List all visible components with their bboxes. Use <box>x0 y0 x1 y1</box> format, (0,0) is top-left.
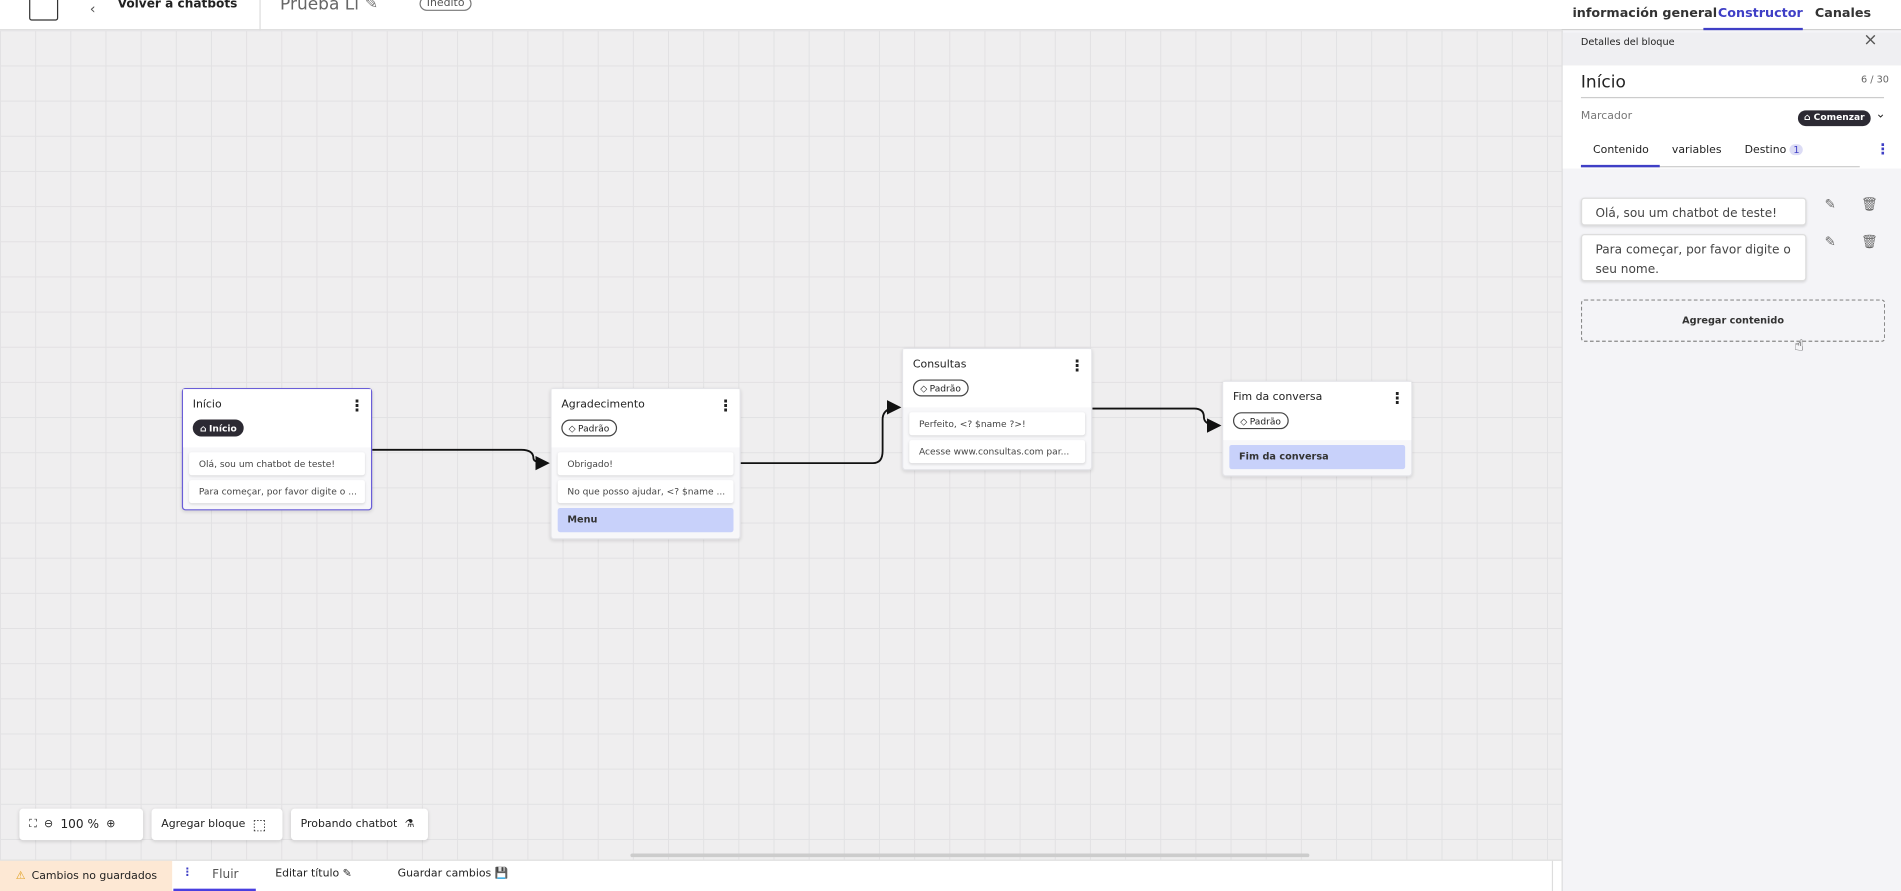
node-tag: ⌂Início <box>192 419 244 437</box>
unsaved-label: Cambios no guardados <box>31 869 158 882</box>
message-item[interactable]: Olá, sou um chatbot de teste! <box>189 452 365 476</box>
more-options-icon[interactable]: ⋮ <box>1069 357 1086 376</box>
divider <box>259 0 261 31</box>
char-count: 6 / 30 <box>1860 73 1889 85</box>
more-options-icon[interactable]: ⋮ <box>717 397 734 416</box>
block-node-consultas[interactable]: Consultas ⋮ ◇Padrão Perfeito, <? $name ?… <box>902 347 1093 471</box>
flow-canvas[interactable]: Início ⋮ ⌂Início Olá, sou um chatbot de … <box>0 30 1562 860</box>
edge-agradecimento-consultas <box>739 400 902 465</box>
trash-icon[interactable]: 🗑 <box>1860 233 1878 250</box>
tag-icon: ◇ <box>920 382 928 394</box>
marker-select[interactable]: ⌂ Comenzar <box>1797 110 1871 127</box>
chevron-down-icon[interactable]: ⌄ <box>1875 107 1886 122</box>
edit-title-button[interactable]: Editar título ✎ <box>275 868 352 880</box>
home-icon: ⌂ <box>200 422 207 434</box>
tab-contenido[interactable]: Contenido <box>1593 144 1649 157</box>
tab-destino-label: Destino <box>1744 144 1787 157</box>
block-details-panel: Detalles del bloque × Início 6 / 30 Marc… <box>1561 30 1901 891</box>
tab-informacion-general[interactable]: información general <box>1572 6 1718 21</box>
node-tag: ◇Padrão <box>561 419 617 437</box>
back-chevron-icon[interactable]: ‹ <box>89 0 96 17</box>
tab-variables[interactable]: variables <box>1671 144 1722 157</box>
marker-label: Marcador <box>1580 110 1633 123</box>
message-item[interactable]: Perfeito, <? $name ?>! <box>909 412 1086 436</box>
edit-pencil-icon[interactable]: ✎ <box>1824 233 1836 250</box>
content-item[interactable]: Olá, sou um chatbot de teste! <box>1580 197 1807 226</box>
menu-item[interactable]: Fim da conversa <box>1229 444 1406 470</box>
test-chatbot-button[interactable]: Probando chatbot ⚗ <box>290 808 428 841</box>
test-chatbot-label: Probando chatbot <box>300 818 398 831</box>
top-bar: ‹ Volver a chatbots Prueba Li ✎ Inédito <box>0 0 1562 31</box>
edit-pencil-icon[interactable]: ✎ <box>1824 196 1836 213</box>
panel-header: Detalles del bloque <box>1580 36 1675 48</box>
more-options-icon[interactable]: ⋮ <box>181 866 193 879</box>
add-block-icon: ⬚ <box>252 815 267 833</box>
node-tag-label: Início <box>208 422 237 434</box>
node-title: Agradecimento <box>561 398 645 411</box>
tag-icon: ◇ <box>1240 415 1248 427</box>
pencil-icon: ✎ <box>342 868 352 881</box>
warning-icon: ⚠ <box>15 869 26 882</box>
tab-destino[interactable]: Destino 1 <box>1745 144 1804 156</box>
bottom-bar: ⚠ Cambios no guardados ⋮ Fluir Editar tít… <box>0 859 1562 891</box>
block-node-inicio[interactable]: Início ⋮ ⌂Início Olá, sou um chatbot de … <box>181 387 373 511</box>
node-tag: ◇Padrão <box>912 379 969 397</box>
more-options-icon[interactable]: ⋮ <box>349 397 365 416</box>
edge-inicio-agradecimento <box>372 448 550 471</box>
menu-item[interactable]: Menu <box>557 507 734 533</box>
add-block-button[interactable]: Agregar bloque ⬚ <box>151 808 283 841</box>
edit-title-label: Editar título <box>275 868 340 881</box>
save-changes-button[interactable]: Guardar cambios 💾 <box>398 868 509 880</box>
more-options-icon[interactable]: ⋮ <box>1389 390 1406 409</box>
node-tag-label: Padrão <box>578 422 610 434</box>
save-icon: 💾 <box>494 868 509 881</box>
horizontal-scrollbar[interactable] <box>630 853 1310 858</box>
active-tab-underline <box>1703 27 1803 31</box>
tab-canales[interactable]: Canales <box>1814 6 1872 21</box>
message-item[interactable]: Para começar, por favor digite o ... <box>189 480 365 504</box>
content-item[interactable]: Para começar, por favor digite o seu nom… <box>1580 233 1807 282</box>
trash-icon[interactable]: 🗑 <box>1860 196 1878 213</box>
message-item[interactable]: Acesse www.consultas.com par... <box>909 440 1086 464</box>
status-badge: Inédito <box>419 0 472 11</box>
zoom-out-icon[interactable]: ⊖ <box>44 818 54 831</box>
close-icon[interactable]: × <box>1863 30 1878 50</box>
fit-screen-icon[interactable]: ⛶ <box>29 818 37 831</box>
logo-icon <box>29 0 59 21</box>
tab-fluir[interactable]: Fluir <box>212 868 239 882</box>
zoom-controls: ⛶ ⊖ 100 % ⊕ <box>19 808 144 841</box>
active-tab-underline <box>1580 164 1660 168</box>
marker-value: Comenzar <box>1813 111 1865 123</box>
home-icon: ⌂ <box>1804 111 1814 123</box>
edit-title-pencil-icon[interactable]: ✎ <box>364 0 379 14</box>
unsaved-changes-status: ⚠ Cambios no guardados <box>0 860 173 891</box>
more-options-icon[interactable]: ⋮ <box>1875 140 1891 158</box>
block-name-input[interactable]: Início <box>1580 72 1626 93</box>
node-tag: ◇Padrão <box>1232 412 1289 430</box>
back-to-chatbots-link[interactable]: Volver a chatbots <box>117 0 238 11</box>
message-item[interactable]: No que posso ajudar, <? $name ... <box>557 480 734 504</box>
hand-cursor-icon: ☝ <box>1794 337 1804 356</box>
chatbot-title: Prueba Li <box>280 0 359 15</box>
node-tag-label: Padrão <box>929 382 961 394</box>
zoom-level: 100 % <box>60 817 99 832</box>
edges <box>372 400 1222 471</box>
add-content-button[interactable]: Agregar contenido <box>1580 299 1886 342</box>
node-title: Fim da conversa <box>1232 391 1323 404</box>
destino-count-badge: 1 <box>1789 144 1804 156</box>
main-tabs: información general Constructor Canales <box>1561 0 1901 31</box>
add-block-label: Agregar bloque <box>161 818 246 831</box>
zoom-in-icon[interactable]: ⊕ <box>106 818 116 831</box>
block-node-agradecimento[interactable]: Agradecimento ⋮ ◇Padrão Obrigado! No que… <box>550 387 741 540</box>
node-title: Início <box>192 398 222 411</box>
tab-constructor[interactable]: Constructor <box>1717 6 1803 21</box>
message-item[interactable]: Obrigado! <box>557 452 734 476</box>
node-title: Consultas <box>912 358 967 371</box>
flask-icon: ⚗ <box>404 818 415 831</box>
edge-consultas-fim <box>1092 407 1222 433</box>
node-tag-label: Padrão <box>1249 415 1281 427</box>
block-node-fim[interactable]: Fim da conversa ⋮ ◇Padrão Fim da convers… <box>1222 380 1413 477</box>
tag-icon: ◇ <box>568 422 576 434</box>
save-label: Guardar cambios <box>397 868 492 881</box>
